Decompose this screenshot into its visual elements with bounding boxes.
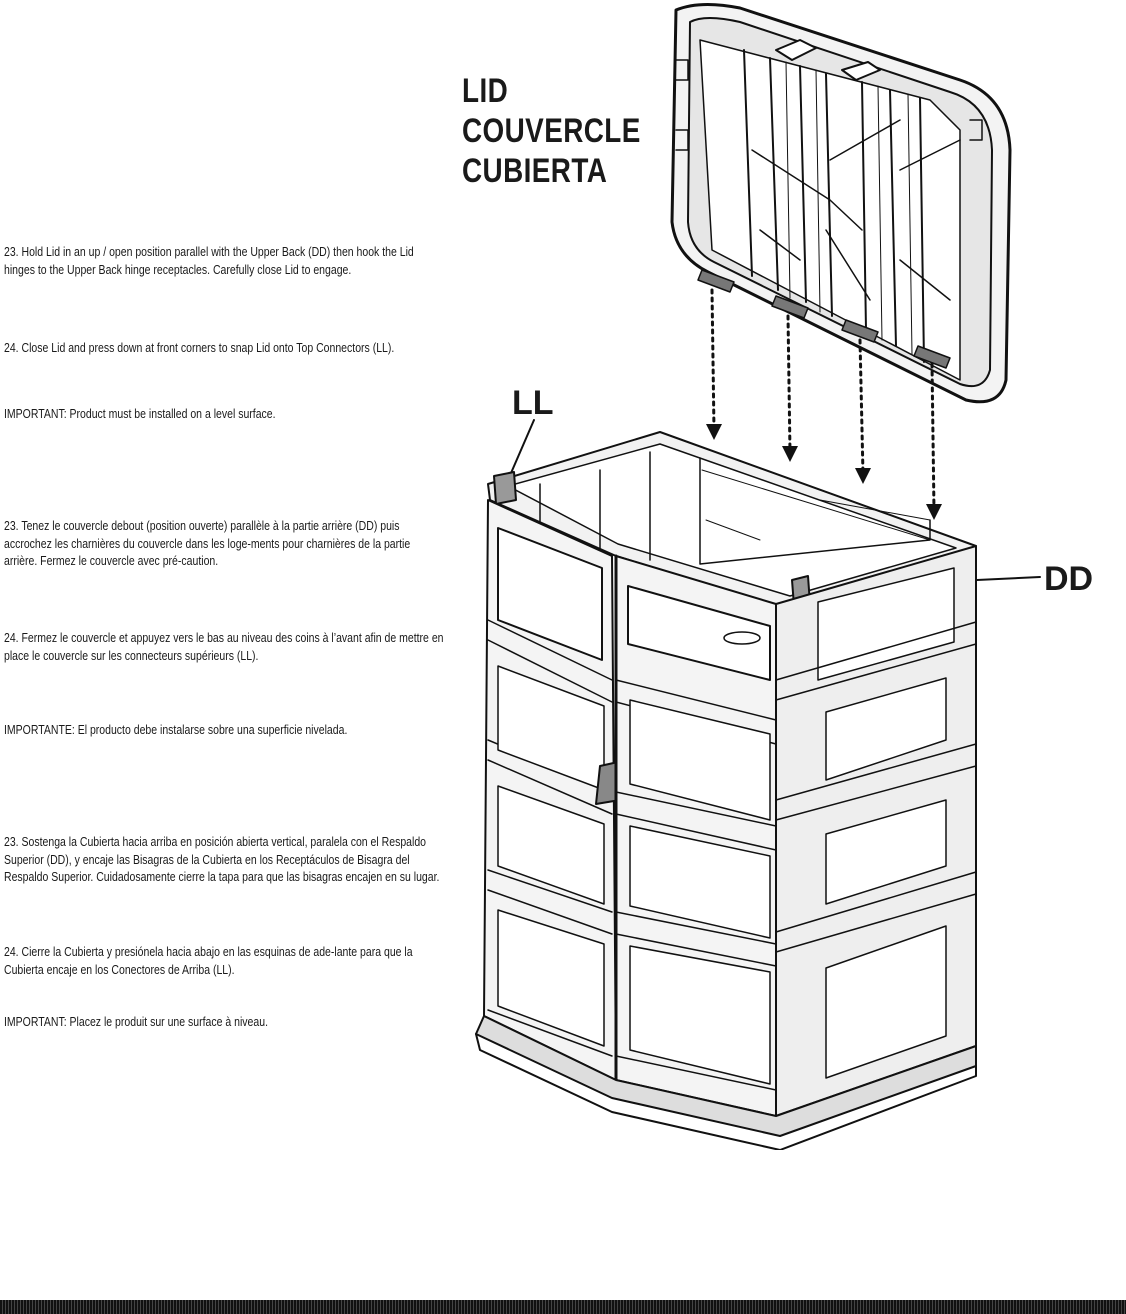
step-23-french: 23. Tenez le couvercle debout (position …: [4, 519, 411, 568]
step-24-spanish: 24. Cierre la Cubierta y presiónela haci…: [4, 945, 413, 977]
guide-arrows: [710, 288, 936, 512]
step-23-spanish: 23. Sostenga la Cubierta hacia arriba en…: [4, 835, 440, 884]
important-note-french: IMPORTANT: Placez le produit sur une sur…: [4, 1015, 268, 1029]
step-24-french: 24. Fermez le couvercle et appuyez vers …: [4, 631, 444, 663]
callout-dd: DD: [1044, 560, 1094, 598]
important-note-spanish: IMPORTANTE: El producto debe instalarse …: [4, 723, 348, 737]
cabinet-lid-assembly-illustration: [475, 2, 1041, 1150]
important-note-english: IMPORTANT: Product must be installed on …: [4, 407, 276, 421]
leader-line-ll: [507, 419, 535, 481]
part-title-french: COUVERCLE: [462, 112, 641, 150]
lid-drawing: [670, 2, 1012, 404]
guide-arrow-heads: [706, 424, 942, 520]
callout-ll: LL: [512, 384, 554, 422]
cabinet-drawing: [475, 431, 977, 1150]
page-footer-rule: [0, 1300, 1126, 1314]
step-23-english: 23. Hold Lid in an up / open position pa…: [4, 245, 414, 277]
part-title-english: LID: [462, 72, 509, 110]
step-24-english: 24. Close Lid and press down at front co…: [4, 341, 395, 355]
part-title-spanish: CUBIERTA: [462, 152, 608, 190]
